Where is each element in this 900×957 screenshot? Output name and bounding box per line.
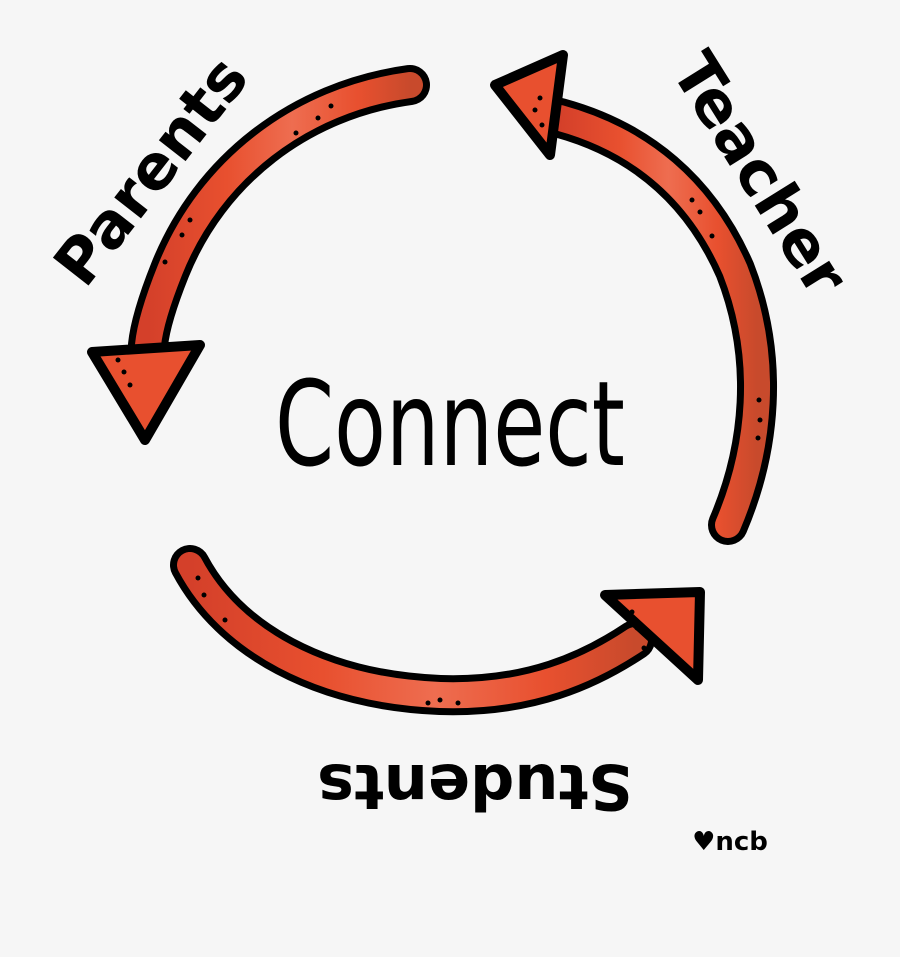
teacher-arrowhead bbox=[490, 50, 568, 160]
teacher-arrow bbox=[490, 50, 777, 545]
parents-arrow bbox=[87, 65, 430, 445]
arrow-speckles bbox=[115, 95, 763, 706]
parents-arrowhead bbox=[87, 340, 205, 445]
students-arrowhead bbox=[600, 587, 705, 685]
center-label: Connect bbox=[275, 355, 625, 493]
signature: ♥ncb bbox=[692, 827, 768, 857]
node-label-students: Students bbox=[317, 750, 633, 823]
students-arrow bbox=[170, 545, 705, 716]
